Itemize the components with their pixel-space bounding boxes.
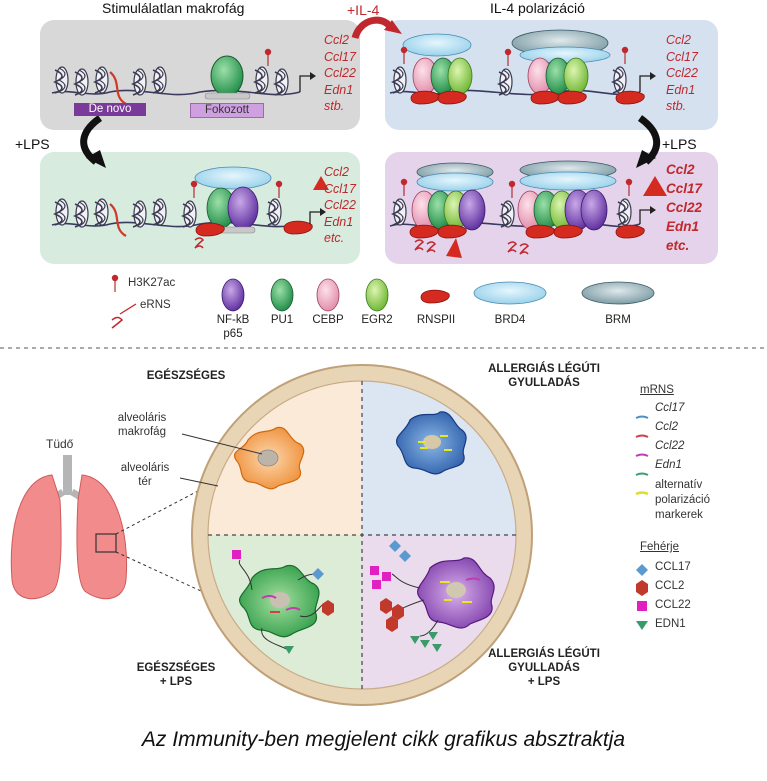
alv-ter-label: alveoláris tér: [120, 462, 170, 488]
quadrant-allergic-lps: ALLERGIÁS LÉGÚTI GYULLADÁS + LPS: [488, 648, 600, 688]
legend-nfkb: NF-kB p65: [216, 314, 250, 340]
lps-left-label: +LPS: [15, 136, 50, 152]
protein-ccl2: CCL2: [655, 580, 685, 592]
il4-label: +IL-4: [347, 2, 380, 18]
mrna-title: mRNS: [640, 384, 674, 396]
mrna-ccl17: Ccl17: [655, 402, 685, 414]
de-novo-label: De novo: [74, 103, 146, 116]
fokozott-label: Fokozott: [190, 103, 264, 118]
legend-pu1: PU1: [270, 314, 294, 326]
title-unstimulated: Stimulálatlan makrofág: [102, 0, 245, 16]
cell-healthy: [234, 426, 305, 490]
quadrant-healthy: EGÉSZSÉGES: [146, 370, 226, 382]
mrna-alt-markers: alternatív polarizáció markerek: [655, 479, 710, 521]
mrna-ccl2: Ccl2: [655, 421, 679, 433]
cell-healthy-lps: [232, 550, 334, 654]
lps-right-label: +LPS: [662, 136, 697, 152]
cell-allergic-lps: [370, 540, 495, 652]
title-il4: IL-4 polarizáció: [490, 0, 585, 16]
legend-cebp: CEBP: [312, 314, 344, 326]
quadrant-allergic: ALLERGIÁS LÉGÚTI GYULLADÁS: [488, 363, 600, 389]
lung-icon: [10, 455, 239, 609]
legend-brd4: BRD4: [494, 314, 526, 326]
panel-tl-dna: [51, 48, 316, 105]
legend-rnspii: RNSPII: [416, 314, 456, 326]
cell-allergic: [396, 411, 467, 475]
mrna-ccl22: Ccl22: [655, 440, 685, 452]
quadrant-healthy-lps: EGÉSZSÉGES + LPS: [136, 662, 216, 688]
lung-label: Tüdő: [46, 437, 74, 451]
chromatin-diagram: [0, 16, 767, 349]
protein-ccl17: CCL17: [655, 561, 691, 573]
legend-mrna-icons: [635, 415, 649, 496]
legend-protein-icons: [636, 564, 648, 630]
protein-edn1: EDN1: [655, 618, 686, 630]
mrna-edn1: Edn1: [655, 459, 682, 471]
legend-erns: eRNS: [140, 299, 171, 311]
caption: Az Immunity-ben megjelent cikk grafikus …: [141, 728, 626, 751]
protein-title: Fehérje: [640, 541, 679, 553]
legend-egr2: EGR2: [361, 314, 393, 326]
lung-diagram: [10, 364, 649, 706]
legend-symbols: [111, 274, 655, 329]
legend-h3k27ac: H3K27ac: [128, 277, 176, 289]
protein-ccl22: CCL22: [655, 599, 691, 611]
panel-tr-dna: [389, 29, 656, 105]
panel-br-dna: [389, 160, 667, 258]
panel-bl-dna: [51, 166, 329, 249]
legend-brm: BRM: [605, 314, 631, 326]
alv-makrofag-label: alveoláris makrofág: [117, 412, 167, 438]
